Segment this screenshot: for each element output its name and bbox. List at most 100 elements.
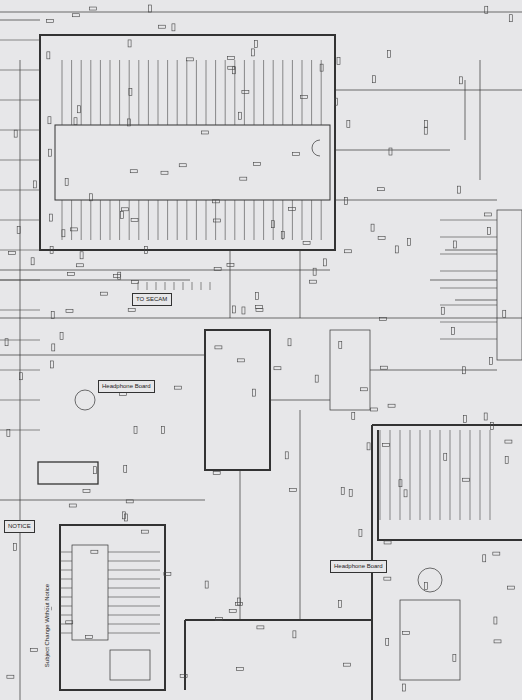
component-symbol: [5, 339, 8, 346]
component-symbol: [444, 453, 447, 460]
component-symbol: [233, 306, 236, 313]
wire: [186, 200, 187, 240]
component-symbol: [494, 617, 497, 624]
wire: [254, 200, 255, 240]
wire: [183, 282, 184, 290]
wire: [380, 430, 381, 520]
component-symbol: [451, 327, 454, 334]
component-symbol: [352, 413, 355, 420]
component-symbol: [505, 440, 512, 443]
wire: [60, 570, 72, 571]
component-symbol: [301, 95, 308, 98]
wire: [480, 430, 481, 520]
component-symbol: [320, 64, 323, 71]
wire: [108, 561, 160, 562]
component-symbol: [309, 280, 316, 283]
wire: [192, 282, 193, 290]
component-symbol: [213, 219, 220, 222]
wire: [321, 60, 322, 125]
component-symbol: [76, 264, 83, 267]
wire: [62, 60, 63, 125]
component-symbol: [463, 478, 470, 481]
box-label: TO SECAM: [136, 296, 168, 303]
wire: [110, 200, 111, 240]
wire: [0, 430, 40, 431]
component-symbol: [125, 514, 128, 521]
component-symbol: [237, 359, 244, 362]
wire: [108, 570, 160, 571]
wire: [0, 310, 40, 311]
component-symbol: [187, 58, 194, 61]
wire: [158, 200, 159, 240]
component-symbol: [118, 272, 121, 279]
wire: [273, 200, 274, 240]
component-symbol: [503, 310, 506, 317]
board-frame: [60, 525, 165, 690]
component-symbol: [227, 57, 234, 60]
wire: [119, 200, 120, 240]
wire: [0, 100, 40, 101]
thick-rail: [185, 620, 372, 690]
component-symbol: [483, 555, 486, 562]
component-symbol: [288, 339, 291, 346]
wire: [440, 430, 441, 520]
component-symbol: [30, 648, 37, 651]
component-symbol: [242, 91, 249, 94]
component-symbol: [382, 444, 389, 447]
component-symbol: [159, 25, 166, 28]
wire: [156, 282, 157, 290]
transformer: [38, 462, 98, 484]
component-symbol: [124, 465, 127, 472]
wire: [440, 288, 497, 289]
component-symbol: [227, 263, 234, 266]
wire: [206, 60, 207, 125]
component-symbol: [71, 228, 78, 231]
component-symbol: [89, 7, 96, 10]
component-symbol: [126, 500, 133, 503]
wire: [81, 200, 82, 240]
component-symbol: [484, 213, 491, 216]
wire: [60, 606, 72, 607]
component-symbol: [371, 408, 378, 411]
wire: [60, 597, 72, 598]
component-symbol: [399, 480, 402, 487]
wire: [108, 624, 160, 625]
component-symbol: [271, 221, 274, 228]
wire: [0, 340, 40, 341]
component-symbol: [131, 218, 138, 221]
wire: [230, 90, 522, 620]
component-symbol: [161, 171, 168, 174]
wire: [108, 579, 160, 580]
wire: [244, 60, 245, 125]
component-symbol: [313, 268, 316, 275]
wire: [196, 200, 197, 240]
component-symbol: [252, 49, 255, 56]
box-label: NOTICE: [8, 523, 31, 530]
component-symbol: [215, 346, 222, 349]
wire: [0, 160, 40, 161]
component-symbol: [509, 15, 512, 22]
component-symbol: [254, 41, 257, 48]
component-symbol: [338, 601, 341, 608]
component-symbol: [239, 112, 242, 119]
wire: [460, 430, 461, 520]
component-symbol: [179, 164, 186, 167]
wire: [302, 60, 303, 125]
component-symbol: [237, 667, 244, 670]
component-symbol: [344, 197, 347, 204]
ic-notch: [312, 140, 320, 156]
component-symbol: [490, 357, 493, 364]
component-symbol: [14, 130, 17, 137]
wire: [158, 60, 159, 125]
wire: [100, 60, 101, 125]
component-symbol: [205, 581, 208, 588]
wire: [108, 552, 160, 553]
component-symbol: [121, 208, 128, 211]
wire: [292, 200, 293, 240]
component-symbol: [238, 598, 241, 605]
component-symbol: [73, 14, 80, 17]
wire: [60, 561, 72, 562]
crt-board: [400, 600, 460, 680]
wire: [420, 430, 421, 520]
